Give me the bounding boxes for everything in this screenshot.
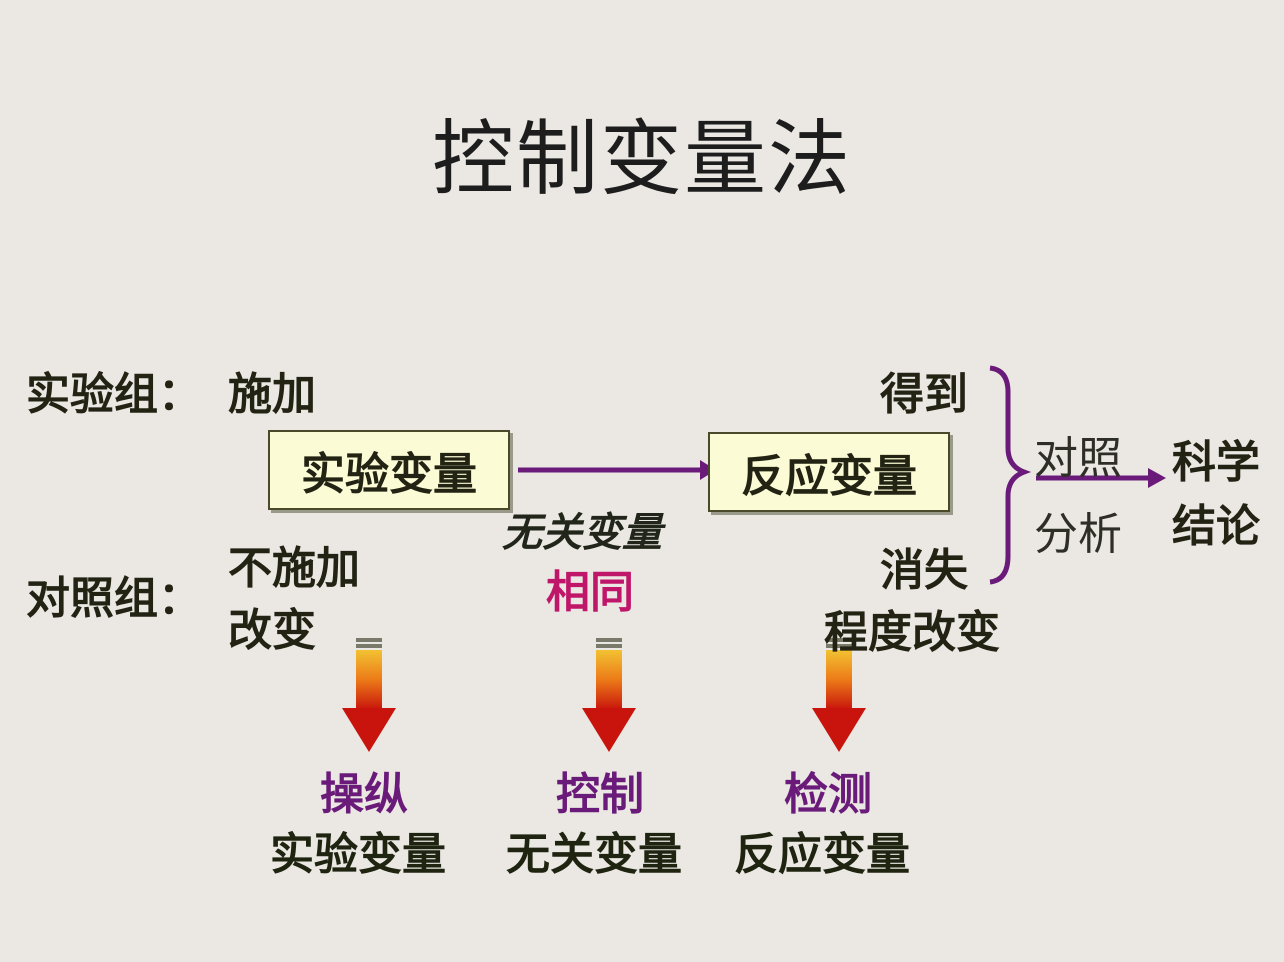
conclusion-line2: 结论 [1172, 501, 1260, 552]
independent-variable-box: 实验变量 [268, 430, 510, 510]
conclusion-line1: 科学 [1172, 437, 1260, 488]
control-object: 无关变量 [506, 829, 682, 880]
manipulate-verb: 操纵 [320, 769, 408, 820]
down-arrow-manipulate [342, 638, 396, 752]
control-group-action-line1: 不施加 [228, 543, 360, 594]
control-verb: 控制 [556, 769, 644, 820]
process-arrow [518, 460, 716, 480]
manipulate-object: 实验变量 [270, 829, 446, 880]
vanish-label: 消失 [880, 545, 968, 596]
conclusion-arrow [1036, 468, 1166, 488]
detect-object: 反应变量 [734, 829, 910, 880]
detect-verb: 检测 [784, 769, 872, 820]
experimental-group-action: 施加 [228, 369, 316, 420]
page-title: 控制变量法 [431, 112, 852, 207]
control-group-action-line2: 改变 [228, 605, 316, 656]
experimental-group-label: 实验组： [26, 369, 202, 420]
down-arrow-detect [812, 638, 866, 752]
degree-change-label: 程度改变 [824, 607, 1000, 658]
analysis-line2: 分析 [1034, 509, 1122, 560]
irrelevant-variable-label: 无关变量 [502, 510, 662, 556]
same-label: 相同 [546, 567, 634, 618]
down-arrow-control [582, 638, 636, 752]
dependent-variable-box: 反应变量 [708, 432, 950, 512]
analysis-line1: 对照 [1034, 433, 1122, 484]
obtained-label: 得到 [880, 369, 968, 420]
control-group-label: 对照组： [26, 573, 202, 624]
curly-brace [989, 365, 1032, 585]
